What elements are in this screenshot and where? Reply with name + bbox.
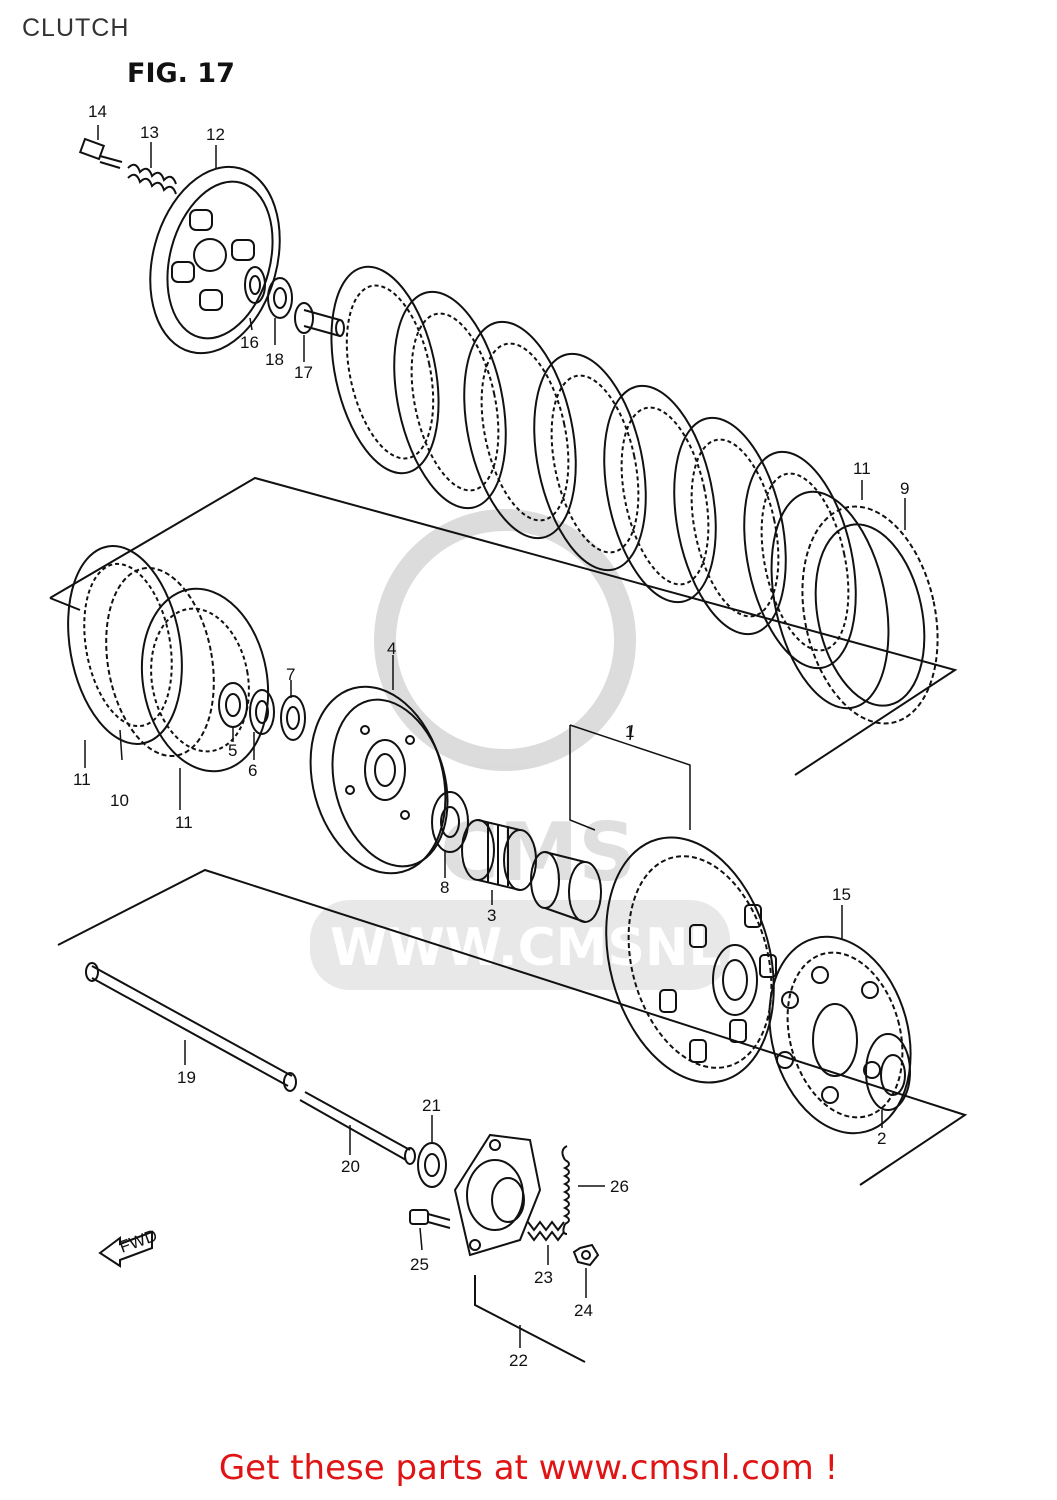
page-title: CLUTCH	[22, 14, 130, 42]
svg-text:CMS: CMS	[440, 806, 636, 899]
part-label-17: 17	[294, 363, 313, 382]
part-label-1: 1	[625, 722, 634, 741]
part-25-bolt	[409, 1209, 451, 1229]
part-label-14: 14	[88, 102, 107, 121]
watermark: WWW.CMSNL CMS	[310, 509, 730, 990]
part-5-nut	[218, 682, 248, 728]
part-label-16: 16	[240, 333, 259, 352]
part-label-23: 23	[534, 1268, 553, 1287]
part-19-clutch-push-rod	[85, 962, 297, 1092]
part-label-11-mid: 11	[175, 813, 193, 832]
clutch-plate-stack	[330, 265, 857, 670]
leader-lines	[84, 125, 906, 1348]
part-label-22: 22	[509, 1351, 528, 1370]
part-14-bolt	[78, 137, 123, 169]
part-label-12: 12	[206, 125, 225, 144]
part-10-spring-washer	[105, 567, 215, 757]
figure-title: FIG. 17	[127, 58, 235, 89]
part-22-clutch-release-assembly	[453, 1133, 586, 1363]
part-label-21: 21	[422, 1096, 441, 1115]
part-label-8: 8	[440, 878, 449, 897]
part-8-thrust-washer	[431, 791, 469, 853]
part-label-9: 9	[900, 479, 909, 498]
part-label-25: 25	[410, 1255, 429, 1274]
part-20-push-rod	[299, 1091, 416, 1165]
part-6-lock-washer	[249, 689, 275, 735]
part-label-3: 3	[487, 906, 496, 925]
part-11-drive-plate-right	[770, 490, 890, 710]
part-23-adjusting-screw	[527, 1220, 565, 1242]
part-label-6: 6	[248, 761, 257, 780]
watermark-text: WWW.CMSNL	[330, 918, 722, 978]
part-label-15: 15	[832, 885, 851, 904]
part-21-oil-seal	[417, 1142, 447, 1188]
part-16-washer	[244, 266, 266, 304]
part-9-driven-plate	[801, 505, 939, 725]
part-11-drive-plate-left	[67, 545, 183, 745]
spacer-sleeve	[530, 851, 602, 923]
part-4-clutch-sleeve-hub	[309, 685, 449, 875]
part-label-20: 20	[341, 1157, 360, 1176]
part-2-washer	[865, 1033, 911, 1111]
part-label-2: 2	[877, 1129, 886, 1148]
part-12-pressure-plate	[149, 165, 281, 355]
part-label-26: 26	[610, 1177, 629, 1196]
part-label-11-left: 11	[73, 770, 91, 789]
part-label-18: 18	[265, 350, 284, 369]
part-13-spring	[127, 163, 177, 195]
part-label-4: 4	[387, 639, 396, 658]
part-label-24: 24	[574, 1301, 593, 1320]
part-17-push-piece	[294, 302, 345, 337]
part-label-19: 19	[177, 1068, 196, 1087]
assembly-outline-upper	[49, 476, 958, 776]
part-15-starter-driven-gear	[768, 935, 912, 1135]
part-label-10: 10	[110, 791, 129, 810]
part-7-washer	[280, 695, 306, 741]
footer-shop-link[interactable]: Get these parts at www.cmsnl.com !	[218, 1448, 839, 1488]
part-26-return-spring	[561, 1145, 570, 1235]
fwd-arrow-icon	[98, 1230, 153, 1268]
part-label-5: 5	[228, 741, 237, 760]
part-labels: 14 13 12 16 18 17 11 9 4 7 5 6 11 10 11 …	[73, 102, 909, 1370]
part-label-7: 7	[286, 665, 295, 684]
part-label-11-right: 11	[853, 459, 871, 478]
part-18-bearing	[267, 277, 293, 319]
part-label-13: 13	[140, 123, 159, 142]
part-24-nut	[572, 1243, 600, 1267]
part-11-drive-plate-mid	[140, 587, 270, 773]
assembly-outline-lower	[57, 868, 968, 1186]
part-1-primary-driven-gear	[605, 836, 777, 1084]
